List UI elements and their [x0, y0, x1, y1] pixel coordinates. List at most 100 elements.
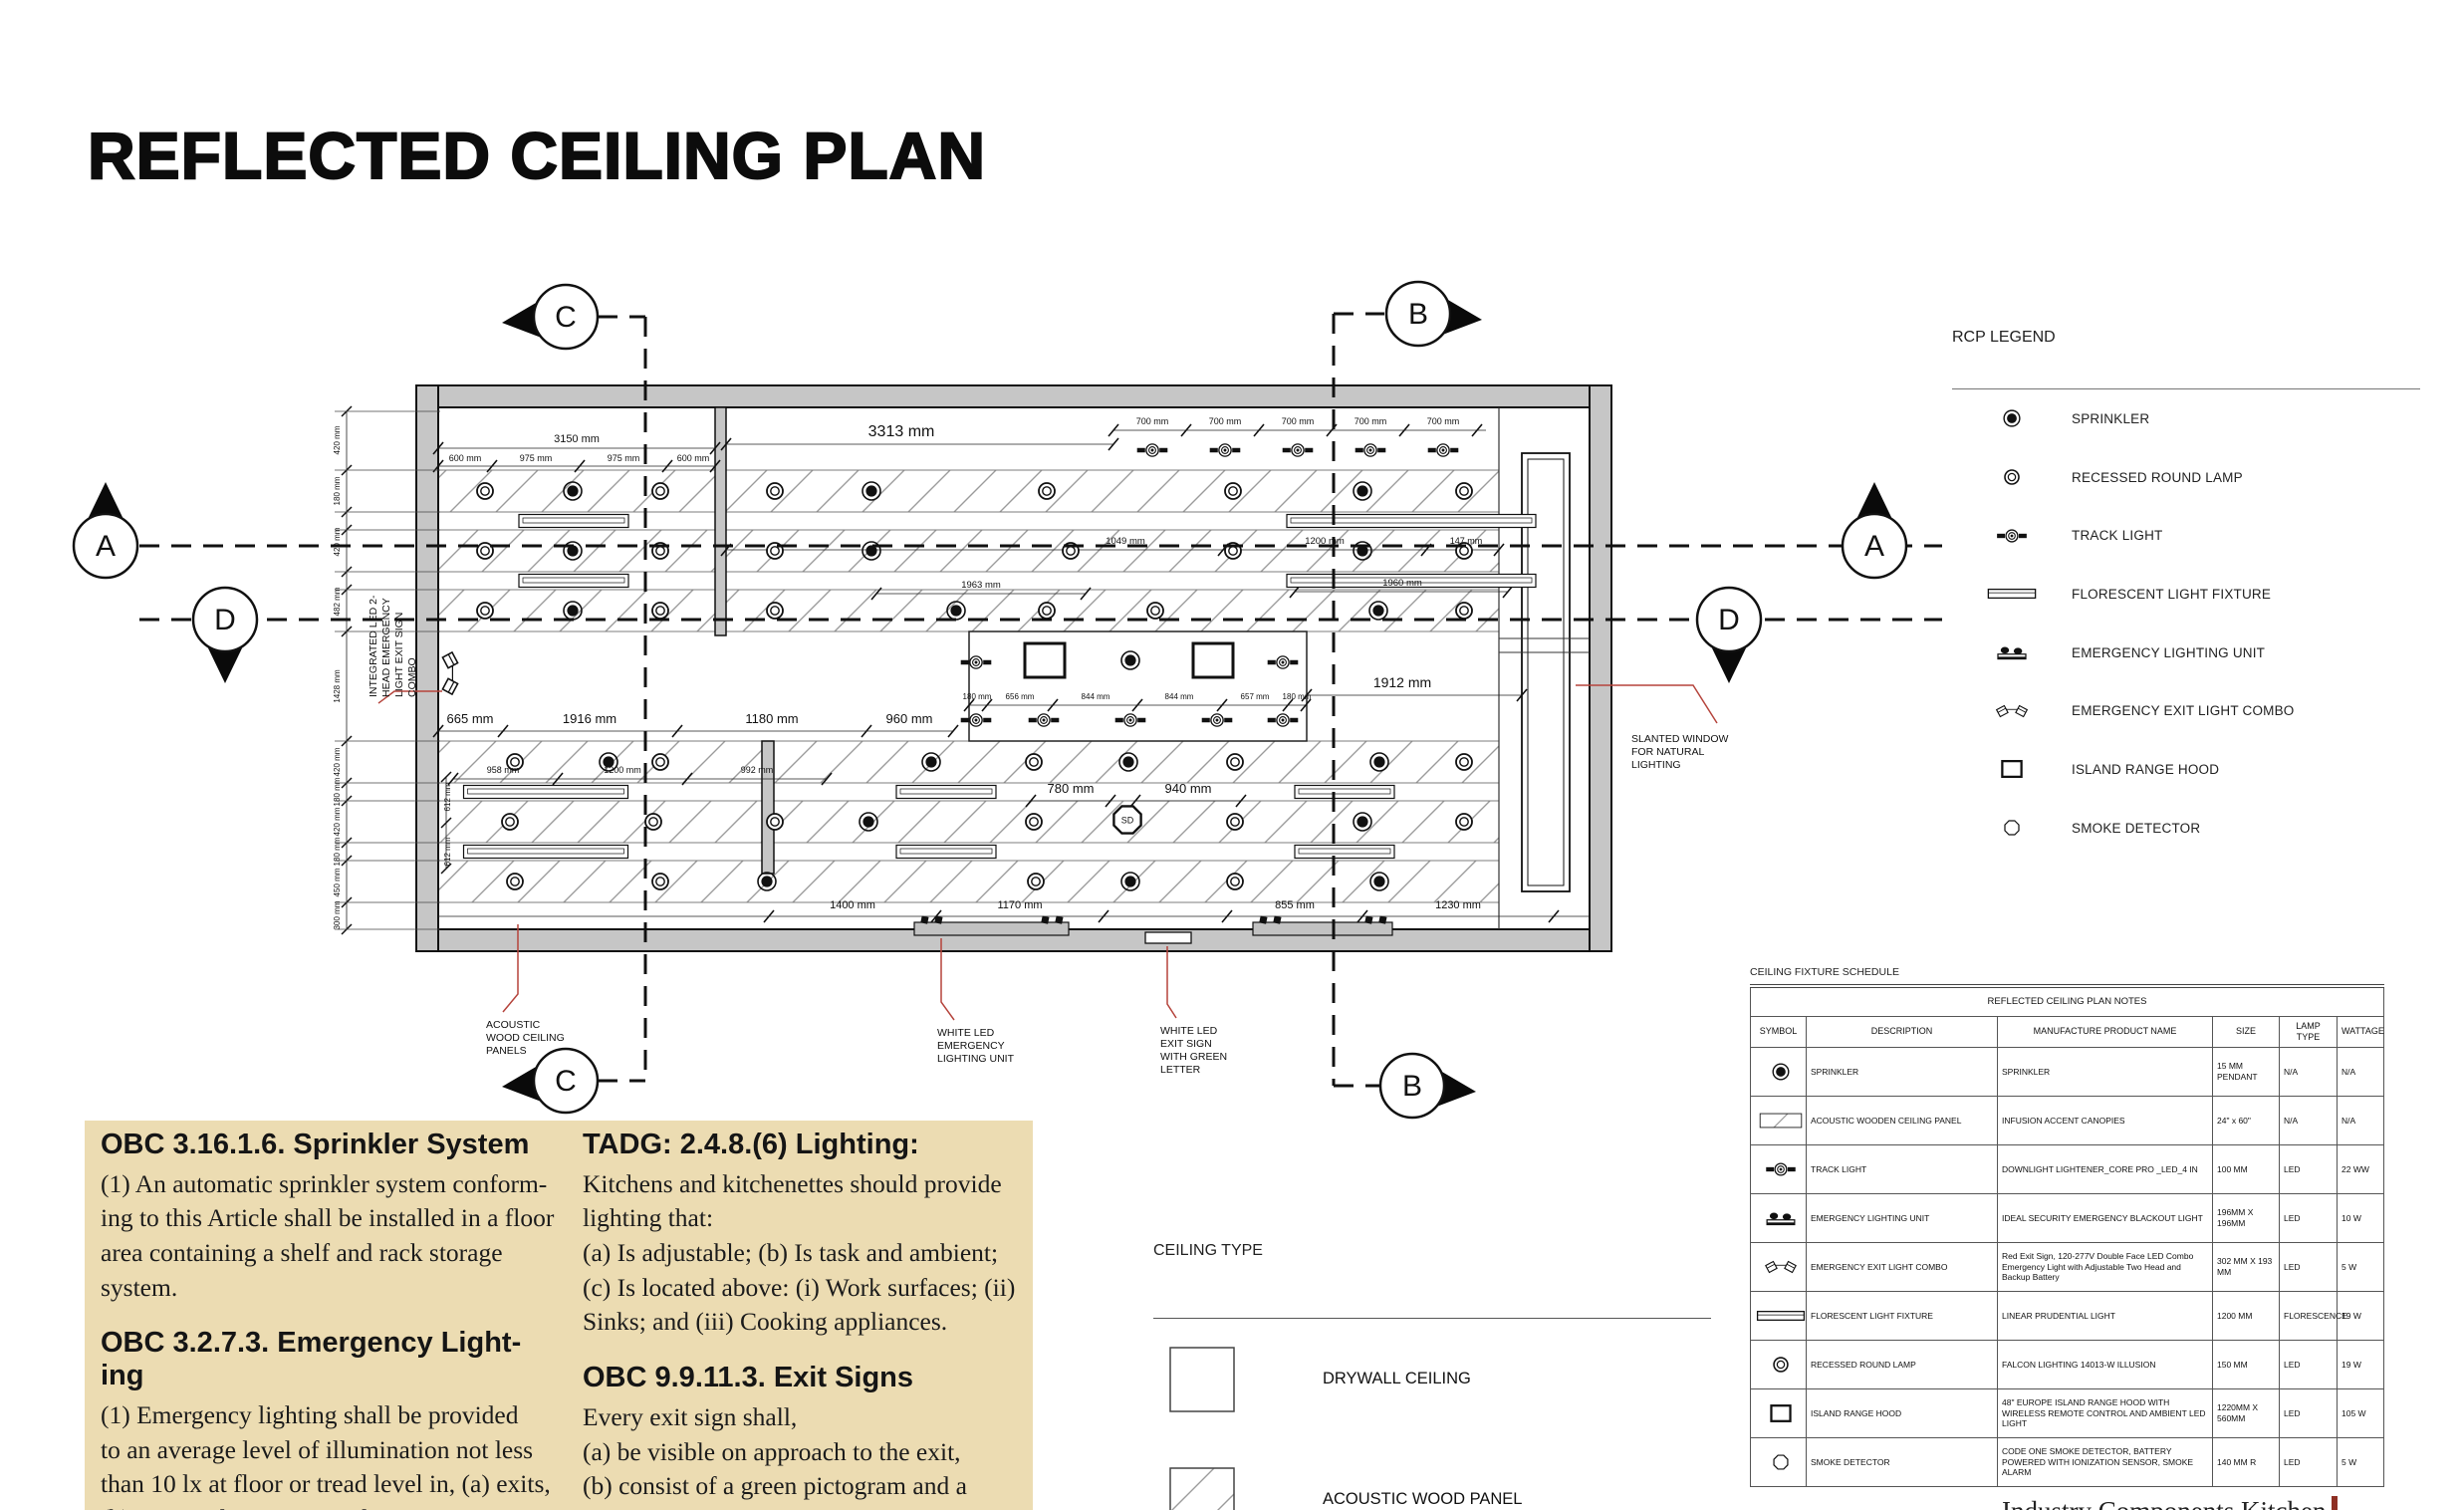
- legend-item-label: TRACK LIGHT: [2072, 528, 2163, 544]
- dim-label: 975 mm: [520, 453, 553, 463]
- legend-item: EMERGENCY EXIT LIGHT COMBO: [1952, 681, 2420, 740]
- note-section: OBC 3.2.7.3. Emergency Light- ing (1) Em…: [101, 1327, 567, 1510]
- schedule-description: SMOKE DETECTOR: [1806, 1437, 1998, 1487]
- dim-tick: [1080, 587, 1092, 601]
- dim-label: 450 mm: [333, 868, 342, 896]
- ceiling-type-label: DRYWALL CEILING: [1323, 1370, 1471, 1387]
- svg-text:C: C: [555, 1065, 577, 1098]
- legend-items: SPRINKLER RECESSED ROUND LAMP TRACK LIGH…: [1952, 389, 2420, 858]
- recessed-round-lamp-icon: [1455, 482, 1473, 500]
- legend-item-label: EMERGENCY LIGHTING UNIT: [2072, 644, 2266, 660]
- notes-left-column: OBC 3.16.1.6. Sprinkler System (1) An au…: [101, 1129, 567, 1510]
- schedule-description: EMERGENCY LIGHTING UNIT: [1806, 1193, 1998, 1243]
- dim-tick: [1300, 698, 1312, 712]
- dim-tick: [681, 772, 693, 786]
- dim-tick: [981, 698, 993, 712]
- florescent-light-icon: [1294, 844, 1395, 860]
- callout-leader: [1166, 946, 1177, 1019]
- dim-label: 1916 mm: [563, 711, 616, 726]
- recessed-round-lamp-icon: [766, 813, 784, 831]
- page-title: REFLECTED CEILING PLAN: [87, 118, 987, 193]
- ceiling-type-item: ACOUSTIC WOOD PANEL: [1153, 1439, 1711, 1510]
- section-marker-D: D: [1695, 586, 1763, 683]
- dim-tick: [447, 772, 459, 786]
- slanted-window: [1498, 407, 1590, 929]
- note-section: OBC 9.9.11.3. Exit Signs Every exit sign…: [583, 1362, 1021, 1510]
- dim-tick: [552, 772, 564, 786]
- schedule-wattage: 22 WW: [2336, 1144, 2385, 1194]
- ceiling-type-swatch: [1169, 1466, 1235, 1510]
- dim-tick: [1025, 794, 1037, 808]
- schedule-symbol-cell: [1750, 1242, 1807, 1292]
- note-heading: OBC 9.9.11.3. Exit Signs: [583, 1362, 914, 1394]
- legend-item: SPRINKLER: [1952, 389, 2420, 448]
- schedule-lamp-type: N/A: [2279, 1096, 2338, 1145]
- code-notes-panel: OBC 3.16.1.6. Sprinkler System (1) An au…: [85, 1121, 1033, 1510]
- rcp-legend-title: RCP LEGEND: [1952, 329, 2056, 346]
- recessed-round-lamp-icon: [644, 813, 662, 831]
- dim-label: 1428 mm: [333, 669, 342, 703]
- dim-tick: [861, 724, 872, 738]
- dim-label: 700 mm: [1355, 416, 1387, 426]
- note-heading: OBC 3.2.7.3. Emergency Light- ing: [101, 1327, 522, 1392]
- note-section: TADG: 2.4.8.(6) Lighting: Kitchens and k…: [583, 1129, 1021, 1340]
- schedule-row: RECESSED ROUND LAMP FALCON LIGHTING 1401…: [1750, 1340, 2385, 1389]
- dim-label: 1180 mm: [745, 711, 798, 726]
- legend-item: RECESSED ROUND LAMP: [1952, 448, 2420, 507]
- dim-tick: [947, 724, 959, 738]
- schedule-symbol-cell: [1750, 1437, 1807, 1487]
- recessed-round-lamp-icon: [1025, 753, 1043, 771]
- dim-tick: [1253, 423, 1265, 437]
- schedule-description: SPRINKLER: [1806, 1047, 1998, 1097]
- track-light-icon: [1428, 444, 1459, 456]
- florescent-light-icon: [895, 784, 997, 800]
- schedule-lamp-type: LED: [2279, 1242, 2338, 1292]
- legend-item-label: SPRINKLER: [2072, 410, 2150, 426]
- emergency-exit-combo-icon: [1952, 691, 2072, 731]
- schedule-description: TRACK LIGHT: [1806, 1144, 1998, 1194]
- callout-leader: [1576, 684, 1718, 724]
- schedule-size: 24" x 60": [2212, 1096, 2280, 1145]
- recessed-round-lamp-icon: [1226, 813, 1244, 831]
- schedule-row: SPRINKLER SPRINKLER 15 MM PENDANT N/A N/…: [1750, 1047, 2385, 1097]
- track-light-icon: [1137, 444, 1168, 456]
- schedule-product: Red Exit Sign, 120-277V Double Face LED …: [1997, 1242, 2213, 1292]
- schedule-row: ISLAND RANGE HOOD 48" EUROPE ISLAND RANG…: [1750, 1388, 2385, 1438]
- dim-label: 1170 mm: [997, 899, 1042, 911]
- schedule-size: 302 MM X 193 MM: [2212, 1242, 2280, 1292]
- legend-item: ISLAND RANGE HOOD: [1952, 740, 2420, 799]
- dim-label: 975 mm: [608, 453, 640, 463]
- exit-sign: [1144, 931, 1192, 944]
- dim-label: 482 mm: [333, 587, 342, 616]
- emergency-lamp-head: [1364, 915, 1373, 924]
- dim-label: 180 mm: [333, 837, 342, 866]
- dim-label: 1963 mm: [961, 580, 1001, 591]
- schedule-row: FLORESCENT LIGHT FIXTURE LINEAR PRUDENTI…: [1750, 1291, 2385, 1341]
- svg-text:D: D: [1718, 604, 1740, 636]
- dim-label: 147 mm: [1450, 536, 1483, 546]
- dim-label: 600 mm: [449, 453, 482, 463]
- emergency-lamp-head: [1378, 915, 1387, 924]
- dim-label: 3313 mm: [868, 423, 935, 440]
- schedule-symbol-cell: [1750, 1291, 1807, 1341]
- schedule-wattage: 5 W: [2336, 1242, 2385, 1292]
- red-mark: [2332, 1496, 2339, 1510]
- schedule-header: REFLECTED CEILING PLAN NOTES: [1749, 985, 2385, 1017]
- florescent-light-icon: [462, 784, 629, 800]
- dim-tick: [1221, 909, 1233, 923]
- recessed-round-lamp-icon: [1226, 753, 1244, 771]
- emergency-lighting-bar: [913, 921, 1070, 936]
- note-heading: OBC 3.16.1.6. Sprinkler System: [101, 1129, 530, 1160]
- schedule-product: FALCON LIGHTING 14013-W ILLUSION: [1997, 1340, 2213, 1389]
- recessed-round-lamp-icon: [651, 873, 669, 890]
- dim-label: 700 mm: [1282, 416, 1315, 426]
- emergency-lamp-head: [920, 915, 929, 924]
- section-marker-C: C: [502, 1047, 600, 1115]
- emergency-lamp-head: [1259, 915, 1268, 924]
